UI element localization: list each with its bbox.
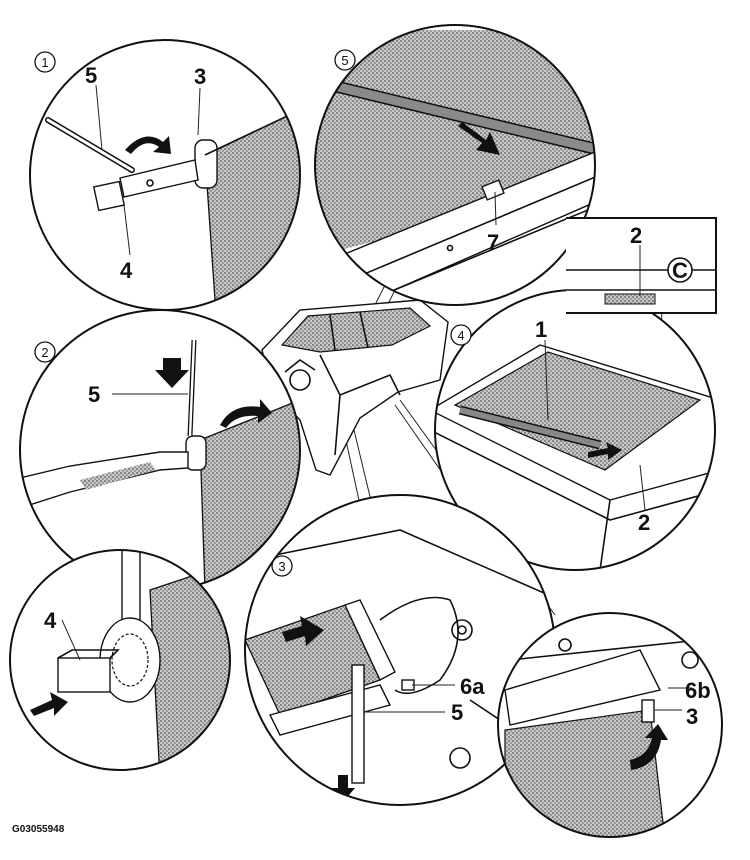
detail-rear-clip-6b: 6b 3 — [497, 612, 723, 838]
callout-3: 3 — [194, 64, 206, 89]
callout-7: 7 — [487, 230, 499, 255]
detail-1-shaft-rotation: 1 5 3 4 — [29, 39, 301, 311]
callout-6a: 6a — [460, 674, 485, 699]
step-1-label: 1 — [41, 55, 48, 70]
callout-1: 1 — [535, 317, 547, 342]
callout-5: 5 — [451, 700, 463, 725]
figure-code: G03055948 — [12, 824, 65, 835]
callout-6b: 6b — [685, 678, 711, 703]
callout-4: 4 — [120, 258, 133, 283]
callout-5: 5 — [85, 63, 97, 88]
callout-5: 5 — [88, 382, 100, 407]
callout-4: 4 — [44, 608, 57, 633]
callout-c: C — [672, 258, 688, 283]
detail-5-roof-front: 5 7 — [314, 24, 596, 306]
detail-4-sunroof-frame: 4 1 2 2 C — [434, 217, 717, 571]
step-5-label: 5 — [341, 53, 348, 68]
step-4-label: 4 — [457, 328, 464, 343]
callout-2-inset: 2 — [630, 223, 642, 248]
callout-2-lower: 2 — [638, 510, 650, 535]
step-2-label: 2 — [41, 345, 48, 360]
detail-2-pin-insertion: 2 5 — [19, 309, 301, 591]
step-3-label: 3 — [278, 559, 285, 574]
callout-3: 3 — [686, 704, 698, 729]
detail-3-rear-mount: 3 6a 5 — [244, 494, 556, 806]
